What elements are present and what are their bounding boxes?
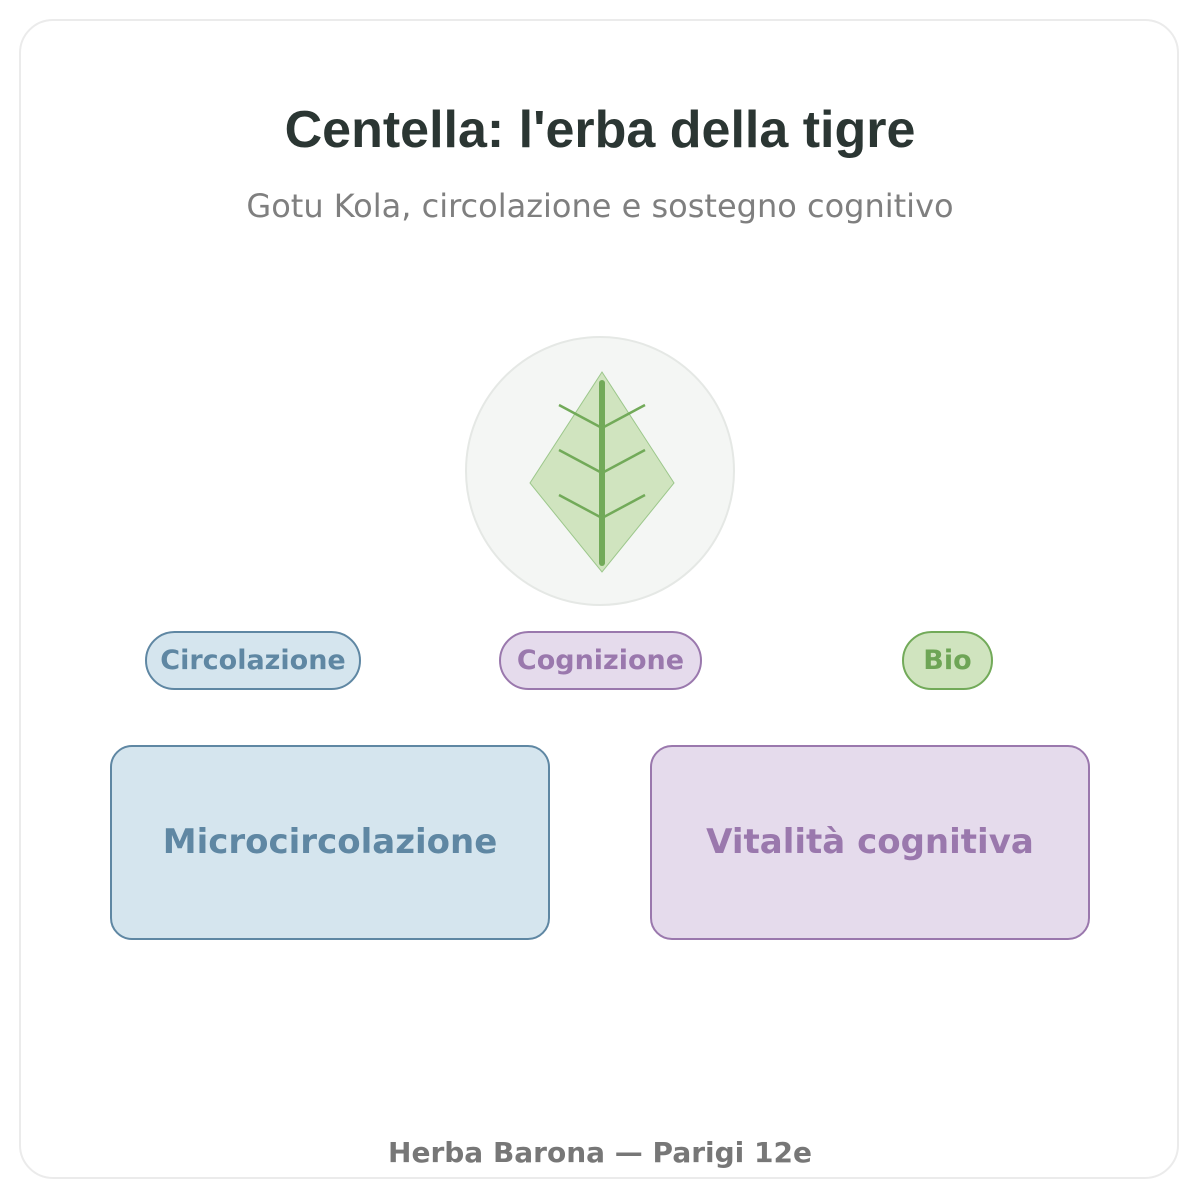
panel-microcircolazione: Microcircolazione — [110, 745, 550, 940]
page-subtitle: Gotu Kola, circolazione e sostegno cogni… — [246, 187, 954, 225]
tag-circolazione: Circolazione — [145, 631, 361, 690]
tag-cognizione: Cognizione — [499, 631, 702, 690]
panel-vitalita-cognitiva: Vitalità cognitiva — [650, 745, 1090, 940]
leaf-icon — [529, 371, 675, 573]
footer-credit: Herba Barona — Parigi 12e — [388, 1136, 812, 1169]
page-title: Centella: l'erba della tigre — [284, 101, 916, 159]
tag-bio: Bio — [902, 631, 993, 690]
leaf-emblem — [465, 336, 735, 606]
